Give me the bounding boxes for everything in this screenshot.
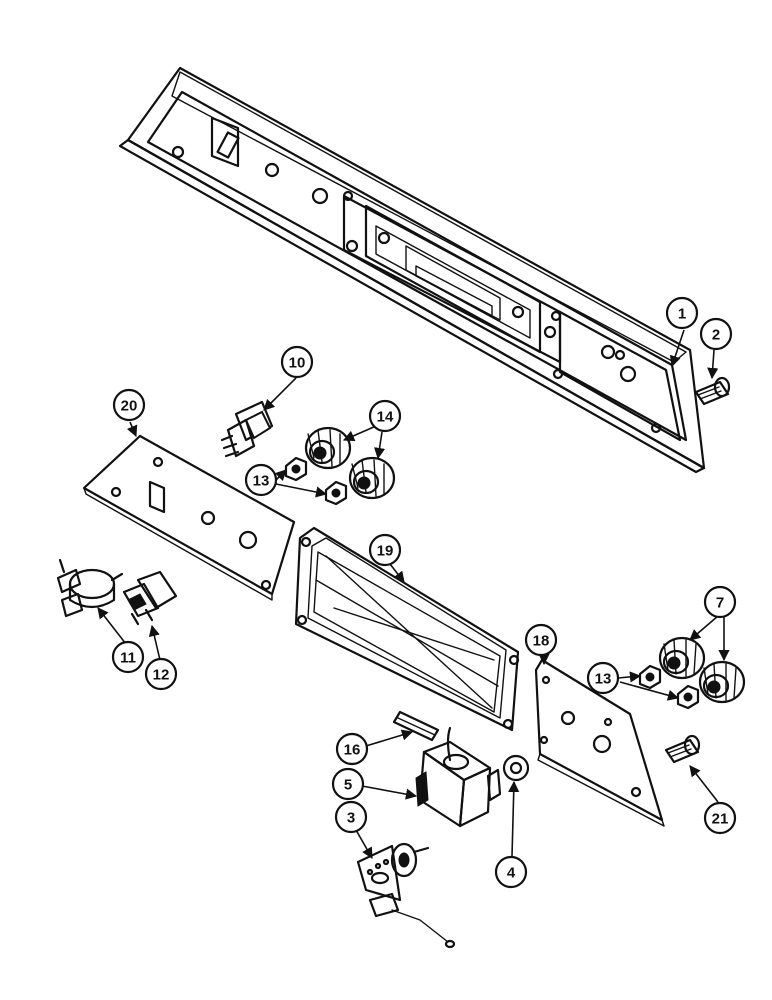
callout-18-label: 18 <box>533 633 550 650</box>
callout-13-lower-label: 13 <box>595 671 612 688</box>
callout-12-label: 12 <box>153 667 170 684</box>
callout-10-label: 10 <box>289 355 306 372</box>
switch-body-5 <box>415 726 502 828</box>
callout-1: 1 <box>665 296 699 330</box>
callout-5-label: 5 <box>344 777 352 794</box>
light-bulb-16 <box>392 710 440 742</box>
bracket-assembly-3 <box>356 842 456 949</box>
nut-13-upper-a <box>284 456 308 482</box>
callout-12: 12 <box>144 657 178 691</box>
mounting-plate-20 <box>82 434 296 601</box>
gasket-frame-19 <box>294 526 520 732</box>
callout-10: 10 <box>280 345 314 379</box>
rocker-switch-10 <box>220 400 274 458</box>
callout-13-lower: 13 <box>586 661 620 695</box>
callout-7: 7 <box>703 585 737 619</box>
callout-3: 3 <box>334 800 368 834</box>
nut-13-upper-b <box>324 480 348 506</box>
nut-13-lower-b <box>676 684 700 710</box>
callout-2: 2 <box>699 317 733 351</box>
callout-4-label: 4 <box>507 865 516 882</box>
callout-3-label: 3 <box>347 810 355 827</box>
control-panel-housing <box>118 66 706 474</box>
washer-4 <box>502 754 530 782</box>
callout-18: 18 <box>524 623 558 657</box>
screw-2 <box>694 376 731 406</box>
callout-16-label: 16 <box>344 742 361 759</box>
selector-switch-11 <box>56 558 124 618</box>
callout-13-upper: 13 <box>244 463 278 497</box>
callout-11-label: 11 <box>120 650 136 667</box>
nut-13-lower-a <box>638 664 662 690</box>
callout-19-label: 19 <box>377 543 394 560</box>
callout-14: 14 <box>368 399 402 433</box>
callout-7-label: 7 <box>716 595 724 612</box>
callout-11: 11 <box>111 640 145 674</box>
callout-16: 16 <box>335 732 369 766</box>
callout-2-label: 2 <box>712 327 720 344</box>
leader-lines <box>97 329 730 859</box>
callout-4: 4 <box>494 855 528 889</box>
screw-21 <box>664 734 701 764</box>
knob-7-a <box>658 636 706 680</box>
knob-7-b <box>698 660 746 704</box>
callout-5: 5 <box>331 767 365 801</box>
switch-12 <box>122 570 178 626</box>
callout-14-label: 14 <box>377 409 394 426</box>
callout-20-label: 20 <box>121 398 138 415</box>
callout-21: 21 <box>703 801 737 835</box>
knob-14-a <box>304 426 352 470</box>
callout-1-label: 1 <box>678 306 686 323</box>
knob-14-b <box>348 456 396 500</box>
callout-20: 20 <box>112 388 146 422</box>
callout-13-upper-label: 13 <box>253 473 270 490</box>
callout-19: 19 <box>368 533 402 567</box>
callout-21-label: 21 <box>712 811 729 828</box>
